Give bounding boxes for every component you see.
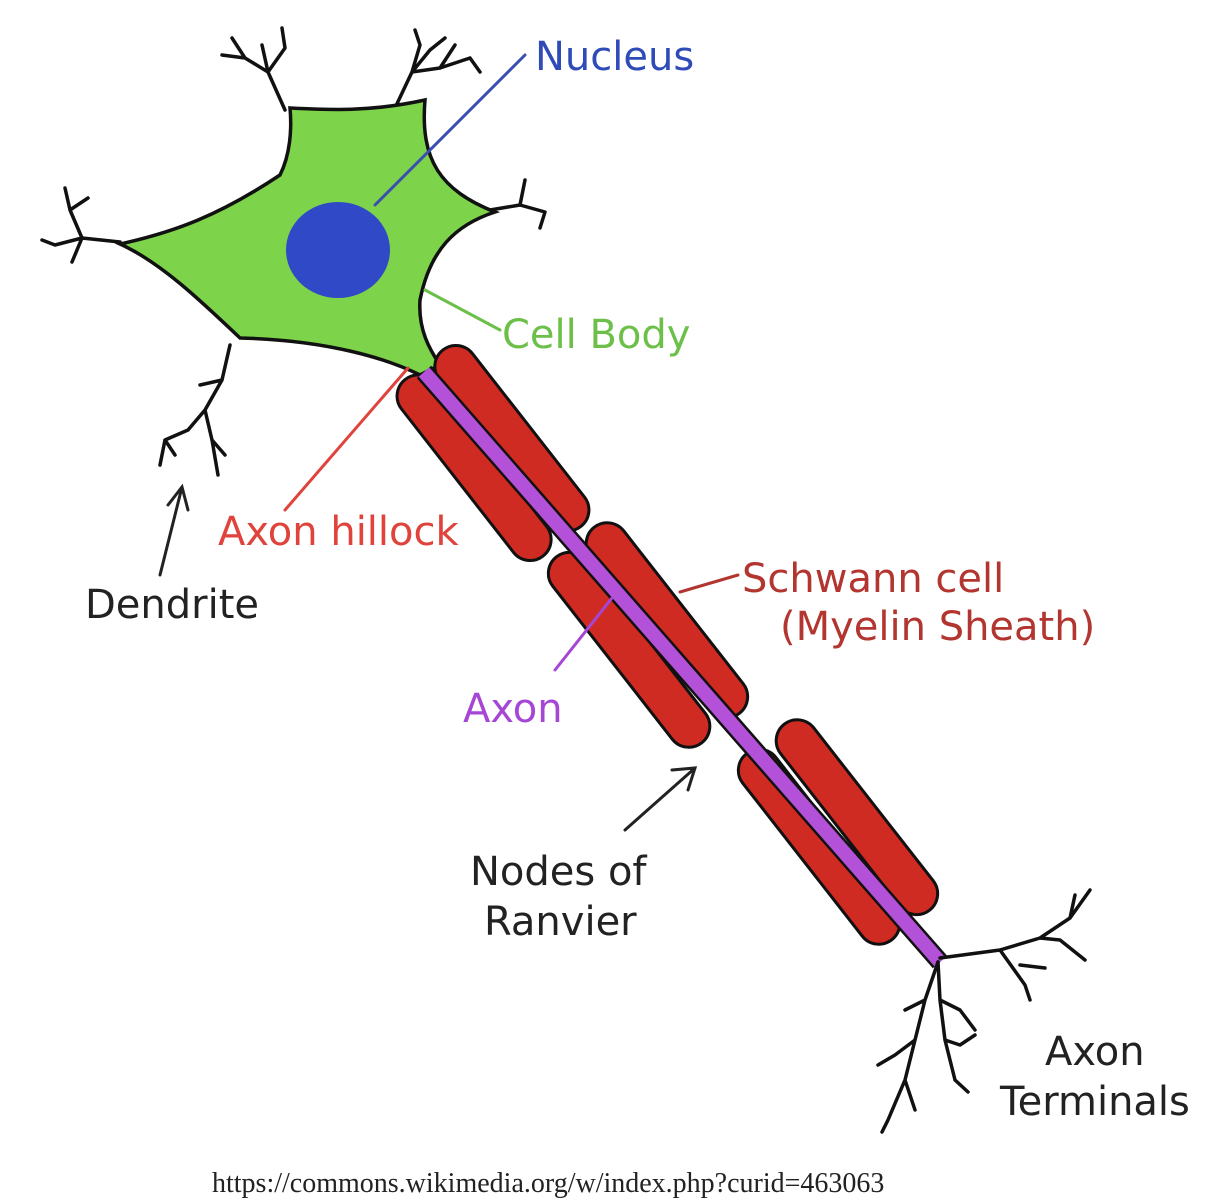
nucleus-pointer-line — [373, 53, 527, 207]
labels: Nucleus Cell Body Axon hillock Dendrite … — [85, 34, 1190, 1199]
nodes-arrow — [623, 766, 698, 832]
cell-body-pointer-line — [423, 288, 502, 332]
myelin-segment-3 — [736, 718, 940, 946]
dendrite-arrow — [158, 483, 190, 577]
nodes-of-ranvier-label-line1: Nodes of — [470, 849, 647, 895]
dendrite-label: Dendrite — [85, 582, 259, 628]
myelin-sheath-label: (Myelin Sheath) — [780, 604, 1095, 650]
schwann-cell-label: Schwann cell — [742, 556, 1004, 602]
axon-pointer-line — [553, 596, 614, 672]
nodes-of-ranvier-label-line2: Ranvier — [484, 899, 637, 945]
leader-lines — [158, 53, 740, 832]
schwann-pointer-line — [678, 573, 740, 594]
axon-assembly — [395, 344, 948, 969]
axon-label: Axon — [463, 686, 563, 732]
nucleus-shape — [286, 202, 390, 298]
axon-terminals-label-line1: Axon — [1045, 1029, 1145, 1075]
axon-terminals-label-line2: Terminals — [999, 1079, 1190, 1125]
axon-terminals — [876, 888, 1092, 1134]
axon-hillock-pointer-line — [283, 366, 410, 512]
cell-body-label: Cell Body — [502, 312, 690, 358]
source-url: https://commons.wikimedia.org/w/index.ph… — [212, 1168, 884, 1199]
axon-hillock-label: Axon hillock — [218, 509, 460, 555]
dendrites — [40, 26, 547, 477]
nucleus-label: Nucleus — [535, 34, 694, 80]
